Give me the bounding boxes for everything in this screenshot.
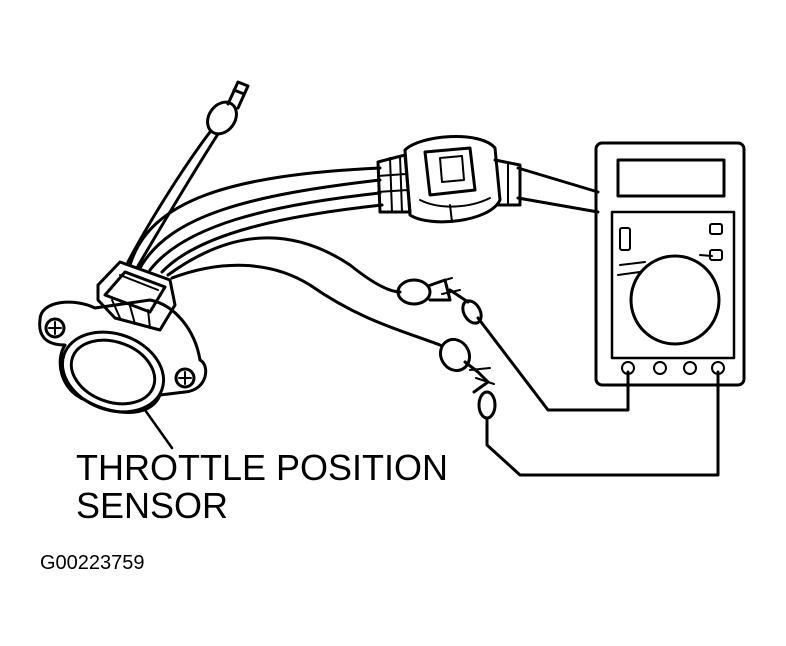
- probe-clip-1: [398, 278, 485, 326]
- throttle-position-sensor: [40, 262, 206, 448]
- multimeter: [596, 143, 744, 385]
- meter-leads: [478, 318, 718, 475]
- probe-clip-2: [435, 334, 495, 418]
- meter-display: [618, 160, 724, 196]
- figure-id: G00223759: [40, 552, 145, 574]
- wire-harness: [128, 132, 382, 272]
- rotary-dial: [631, 256, 719, 344]
- component-label-line1: THROTTLE POSITION: [76, 447, 449, 488]
- meter-wires: [518, 168, 598, 212]
- pigtail-plug: [202, 82, 248, 139]
- test-lead-wires: [168, 238, 440, 345]
- component-label-line2: SENSOR: [76, 485, 229, 526]
- harness-connector: [378, 136, 520, 222]
